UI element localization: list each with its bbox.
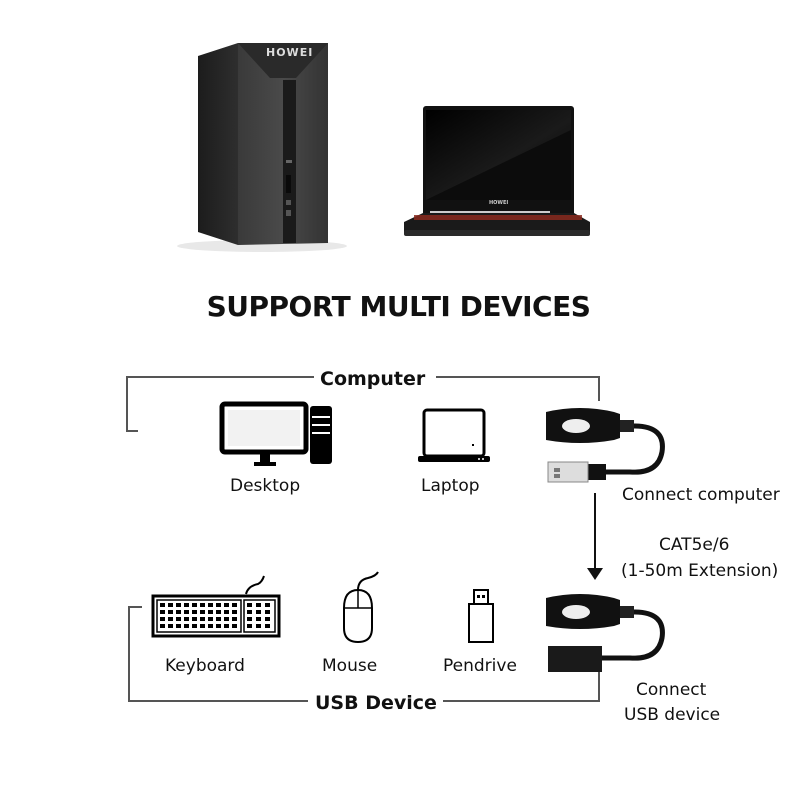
- computer-bracket-left: [126, 376, 128, 432]
- pendrive-label: Pendrive: [443, 656, 517, 676]
- keyboard-key: [265, 603, 270, 607]
- keyboard-key: [200, 617, 205, 621]
- usb-extender-computer-adapter-image: [546, 408, 665, 483]
- keyboard-key: [256, 603, 261, 607]
- keyboard-key: [256, 624, 261, 628]
- keyboard-key: [224, 617, 229, 621]
- keyboard-key: [184, 617, 189, 621]
- keyboard-key: [184, 603, 189, 607]
- keyboard-key: [176, 610, 181, 614]
- computer-bracket-right: [598, 376, 600, 401]
- keyboard-key: [160, 624, 165, 628]
- keyboard-key: [247, 617, 252, 621]
- keyboard-key: [232, 617, 237, 621]
- keyboard-label: Keyboard: [165, 656, 245, 676]
- keyboard-key: [232, 603, 237, 607]
- keyboard-key: [168, 617, 173, 621]
- keyboard-key: [265, 610, 270, 614]
- keyboard-key: [160, 617, 165, 621]
- keyboard-key: [208, 617, 213, 621]
- computer-bracket-top-right: [436, 376, 600, 378]
- cable-extension-label: (1-50m Extension): [621, 561, 779, 581]
- keyboard-key: [192, 610, 197, 614]
- keyboard-key: [265, 624, 270, 628]
- keyboard-key: [247, 603, 252, 607]
- keyboard-key: [247, 610, 252, 614]
- computer-bracket-left-tick: [126, 430, 138, 432]
- keyboard-key: [176, 617, 181, 621]
- keyboard-icon: [151, 575, 281, 638]
- page-title: SUPPORT MULTI DEVICES: [206, 290, 591, 323]
- usb-bracket-left-tick: [128, 606, 142, 608]
- keyboard-key: [168, 603, 173, 607]
- keyboard-key: [216, 624, 221, 628]
- usb-bracket-right: [598, 672, 600, 702]
- pendrive-icon: [468, 589, 494, 643]
- keyboard-key: [192, 624, 197, 628]
- keyboard-key: [192, 603, 197, 607]
- usb-extender-device-adapter-image: [546, 594, 665, 672]
- usb-bracket-left: [128, 606, 130, 702]
- keyboard-key: [200, 610, 205, 614]
- connect-usb-device-label-line1: Connect: [636, 680, 707, 700]
- keyboard-key: [184, 624, 189, 628]
- desktop-tower-image: [177, 43, 347, 252]
- keyboard-key: [176, 603, 181, 607]
- computer-group-header: Computer: [314, 368, 432, 390]
- cable-arrow-head: [587, 568, 603, 580]
- keyboard-key: [168, 610, 173, 614]
- laptop-icon: [418, 408, 490, 462]
- keyboard-key: [208, 610, 213, 614]
- usb-bracket-bottom-right: [442, 700, 600, 702]
- mouse-label: Mouse: [322, 656, 378, 676]
- keyboard-key: [232, 610, 237, 614]
- connect-usb-device-label-line2: USB device: [624, 705, 721, 725]
- keyboard-key: [216, 617, 221, 621]
- keyboard-key: [200, 603, 205, 607]
- mouse-icon: [343, 571, 379, 644]
- keyboard-key: [216, 603, 221, 607]
- keyboard-key: [208, 624, 213, 628]
- keyboard-key: [247, 624, 252, 628]
- laptop-image: [404, 106, 590, 236]
- keyboard-key: [232, 624, 237, 628]
- keyboard-key: [200, 624, 205, 628]
- usb-bracket-bottom-left: [128, 700, 308, 702]
- keyboard-key: [256, 617, 261, 621]
- cable-type-label: CAT5e/6: [659, 535, 730, 555]
- laptop-label: Laptop: [421, 476, 480, 496]
- keyboard-key: [224, 610, 229, 614]
- computer-bracket-top-left: [126, 376, 316, 378]
- keyboard-key: [184, 610, 189, 614]
- usb-group-header: USB Device: [309, 692, 443, 714]
- keyboard-key: [160, 610, 165, 614]
- keyboard-key: [192, 617, 197, 621]
- keyboard-key: [208, 603, 213, 607]
- keyboard-key: [265, 617, 270, 621]
- laptop-brand-logo: HOWEI: [489, 200, 509, 206]
- desktop-label: Desktop: [230, 476, 301, 496]
- keyboard-key: [160, 603, 165, 607]
- keyboard-key: [224, 603, 229, 607]
- desktop-icon: [219, 401, 332, 466]
- keyboard-key: [256, 610, 261, 614]
- keyboard-key: [176, 624, 181, 628]
- keyboard-key: [216, 610, 221, 614]
- cable-arrow-shaft: [594, 493, 596, 569]
- keyboard-key: [168, 624, 173, 628]
- desktop-brand-logo: HOWEI: [266, 46, 314, 59]
- keyboard-key: [224, 624, 229, 628]
- connect-computer-label: Connect computer: [622, 485, 780, 505]
